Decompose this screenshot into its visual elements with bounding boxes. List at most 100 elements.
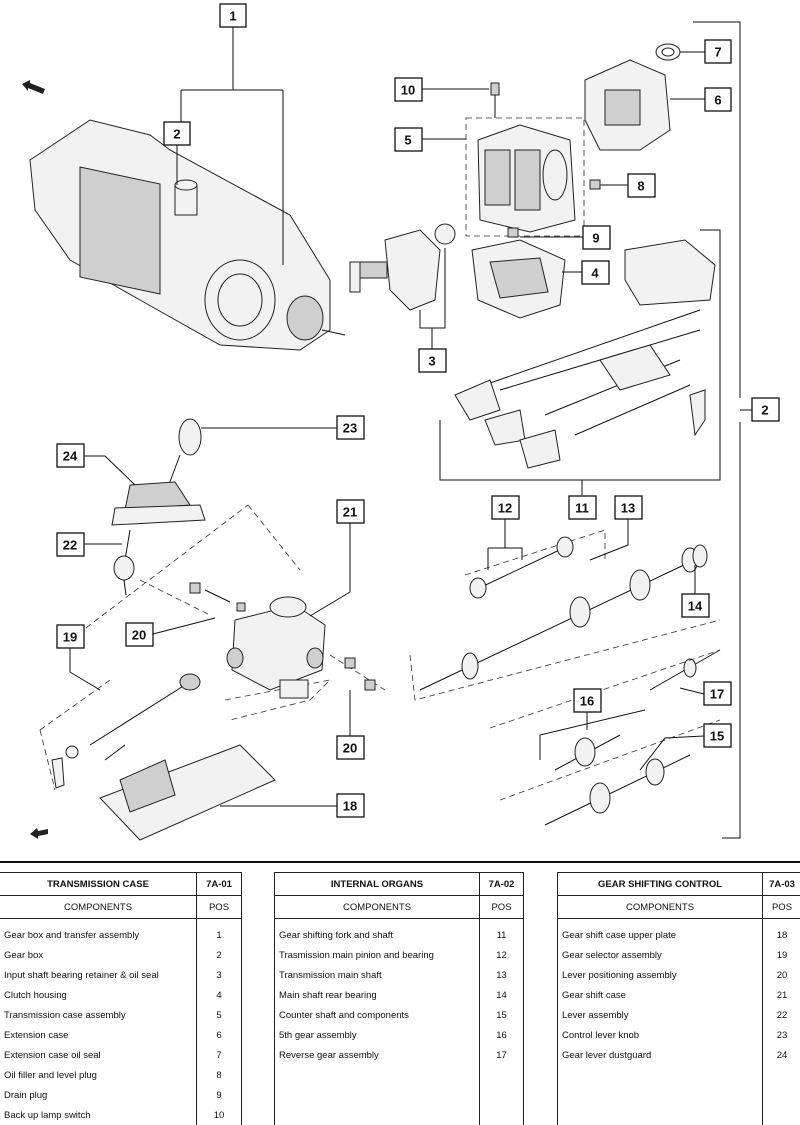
oil-filler-plug-part — [590, 180, 600, 189]
component-pos: 6 — [197, 1025, 242, 1045]
table-title: TRANSMISSION CASE — [0, 873, 197, 896]
input-shaft-retainer-part — [350, 224, 455, 310]
callout-21: 21 — [337, 500, 364, 523]
drain-plug-part — [508, 228, 518, 237]
component-name — [558, 1065, 763, 1085]
svg-text:20: 20 — [132, 628, 146, 643]
component-name: Lever positioning assembly — [558, 965, 763, 985]
main-shaft-part — [420, 548, 705, 690]
component-pos: 1 — [197, 919, 242, 946]
component-pos: 8 — [197, 1065, 242, 1085]
svg-text:8: 8 — [637, 179, 644, 194]
table-code: 7A-01 — [197, 873, 242, 896]
component-pos: 14 — [480, 985, 524, 1005]
callout-2-right: 2 — [752, 398, 779, 421]
component-pos: 23 — [763, 1025, 800, 1045]
divider — [0, 861, 800, 863]
component-name: Gear box — [0, 945, 197, 965]
callout-12: 12 — [492, 496, 519, 519]
col-pos: POS — [480, 896, 524, 919]
callout-16: 16 — [574, 689, 601, 712]
svg-text:1: 1 — [229, 9, 236, 24]
col-components: COMPONENTS — [0, 896, 197, 919]
svg-text:2: 2 — [173, 127, 180, 142]
component-name — [275, 1065, 480, 1085]
callout-5: 5 — [395, 128, 422, 151]
transmission-case-assembly-part — [478, 125, 575, 232]
callout-7: 7 — [705, 40, 731, 63]
table-row — [275, 1065, 524, 1085]
component-name: Gear shift case — [558, 985, 763, 1005]
component-name: Counter shaft and components — [275, 1005, 480, 1025]
component-name: Gear lever dustguard — [558, 1045, 763, 1065]
fifth-gear-assembly-part — [555, 735, 620, 770]
callout-4: 4 — [582, 261, 609, 284]
svg-text:2: 2 — [761, 403, 768, 418]
component-pos: 13 — [480, 965, 524, 985]
component-pos: 7 — [197, 1045, 242, 1065]
component-pos: 22 — [763, 1005, 800, 1025]
svg-text:3: 3 — [428, 354, 435, 369]
svg-text:5: 5 — [404, 133, 411, 148]
col-components: COMPONENTS — [275, 896, 480, 919]
callout-19: 19 — [57, 625, 84, 648]
component-pos: 9 — [197, 1085, 242, 1105]
svg-text:4: 4 — [591, 266, 599, 281]
component-pos: 19 — [763, 945, 800, 965]
component-pos: 11 — [480, 919, 524, 946]
component-pos — [763, 1105, 800, 1125]
callout-6: 6 — [705, 88, 731, 111]
svg-text:17: 17 — [710, 687, 724, 702]
exploded-parts-diagram: 1 2 10 7 6 5 8 9 4 3 2 23 24 12 11 13 21… — [0, 0, 800, 860]
control-lever-knob-part — [179, 419, 201, 455]
component-pos — [480, 1085, 524, 1105]
callout-20: 20 — [126, 623, 153, 646]
callout-3: 3 — [419, 349, 446, 372]
component-pos: 2 — [197, 945, 242, 965]
lever-assembly-part — [114, 530, 134, 595]
callout-24: 24 — [57, 444, 84, 467]
component-pos — [480, 1105, 524, 1125]
svg-text:14: 14 — [688, 599, 703, 614]
callout-14: 14 — [682, 594, 709, 617]
svg-text:12: 12 — [498, 501, 512, 516]
back-up-lamp-switch-part — [491, 83, 499, 118]
table-row — [558, 1085, 800, 1105]
component-name: Gear shift case upper plate — [558, 919, 763, 946]
component-name: Extension case oil seal — [0, 1045, 197, 1065]
callout-1: 1 — [220, 4, 246, 27]
component-name: Reverse gear assembly — [275, 1045, 480, 1065]
svg-text:6: 6 — [714, 93, 721, 108]
callout-13: 13 — [615, 496, 642, 519]
component-name: Extension case — [0, 1025, 197, 1045]
component-pos: 21 — [763, 985, 800, 1005]
component-pos: 12 — [480, 945, 524, 965]
svg-text:19: 19 — [63, 630, 77, 645]
component-pos: 20 — [763, 965, 800, 985]
svg-text:16: 16 — [580, 694, 594, 709]
component-name: Transmission case assembly — [0, 1005, 197, 1025]
fwd-arrow-icon — [30, 828, 48, 839]
component-pos: 10 — [197, 1105, 242, 1125]
gear-shift-case-part — [227, 597, 325, 698]
clutch-housing-part — [472, 240, 565, 318]
main-shaft-rear-bearing-part — [693, 545, 707, 567]
callout-18: 18 — [337, 794, 364, 817]
counter-shaft-part — [545, 755, 690, 825]
component-pos: 3 — [197, 965, 242, 985]
component-pos — [480, 1065, 524, 1085]
